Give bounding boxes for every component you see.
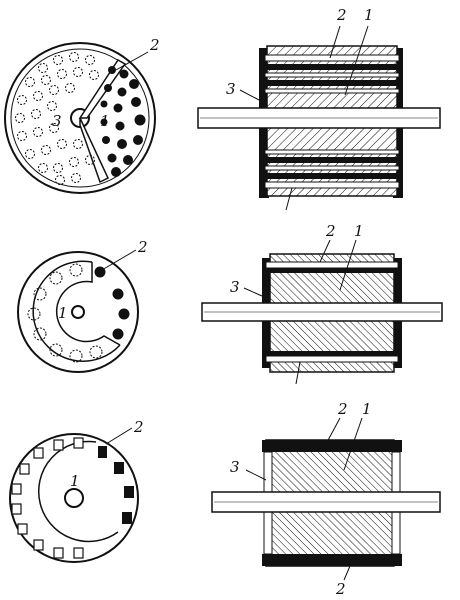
leader-3 — [243, 287, 263, 297]
leader-1 — [344, 25, 369, 96]
hollow-slots — [11, 437, 84, 559]
shaft-hole — [64, 488, 84, 508]
inner-arc — [32, 260, 121, 362]
leader-2 — [115, 51, 149, 71]
label-2-bottom: 2 — [335, 580, 346, 598]
row-3: 2 1 2 1 3 2 — [9, 400, 441, 598]
label-1: 1 — [364, 6, 374, 24]
row-1: 2 1 3 — [4, 6, 441, 211]
label-1: 1 — [70, 472, 80, 490]
bottom-conductor — [266, 351, 398, 356]
label-2: 2 — [336, 6, 347, 24]
label-1: 1 — [58, 304, 68, 322]
top-conductor — [266, 268, 398, 273]
lead-line — [285, 187, 293, 211]
label-3: 3 — [52, 112, 62, 130]
leader-2 — [319, 239, 331, 263]
core-outline — [55, 262, 121, 346]
side-view-1: 2 1 3 — [197, 6, 441, 211]
leader-2 — [101, 249, 137, 271]
hollow-bars — [15, 52, 99, 185]
leader-2 — [329, 25, 341, 59]
leader-1 — [339, 239, 357, 291]
leader-2 — [325, 417, 341, 445]
top-cap — [265, 261, 399, 269]
label-3: 3 — [226, 80, 236, 98]
label-2: 2 — [133, 418, 144, 436]
cross-section-2: 2 1 — [17, 238, 148, 373]
bottom-cap — [265, 355, 399, 363]
label-2: 2 — [137, 238, 148, 256]
label-1: 1 — [362, 400, 372, 418]
bottom-end-ring — [262, 554, 402, 566]
label-3: 3 — [230, 458, 240, 476]
row-2: 2 1 2 1 3 — [17, 222, 443, 385]
cross-section-3: 2 1 — [9, 418, 144, 563]
top-end-ring — [262, 440, 402, 452]
label-1: 1 — [354, 222, 364, 240]
label-2: 2 — [337, 400, 348, 418]
shaft-hole — [71, 305, 85, 319]
leader-2 — [105, 427, 133, 445]
filled-slots — [98, 446, 134, 524]
slot-cut-upper — [78, 58, 127, 119]
label-2: 2 — [149, 36, 160, 54]
leader-3 — [239, 89, 260, 101]
inner-ring — [10, 48, 150, 188]
leader-1 — [343, 417, 363, 471]
label-3: 3 — [230, 278, 240, 296]
leader-3 — [245, 469, 267, 481]
top-conductors — [264, 54, 400, 94]
leader-2-bottom — [343, 565, 351, 581]
lead-line — [295, 361, 301, 385]
slot-cut-lower — [79, 117, 109, 184]
hollow-bars — [27, 263, 103, 363]
side-view-2: 2 1 3 — [201, 222, 443, 385]
cross-section-1: 2 1 3 — [4, 36, 160, 194]
inner-arc — [37, 440, 119, 543]
label-2: 2 — [325, 222, 336, 240]
label-1: 1 — [100, 112, 110, 130]
filled-bars — [100, 66, 146, 177]
bottom-conductors — [264, 149, 400, 189]
side-view-3: 2 1 3 2 — [211, 400, 441, 598]
